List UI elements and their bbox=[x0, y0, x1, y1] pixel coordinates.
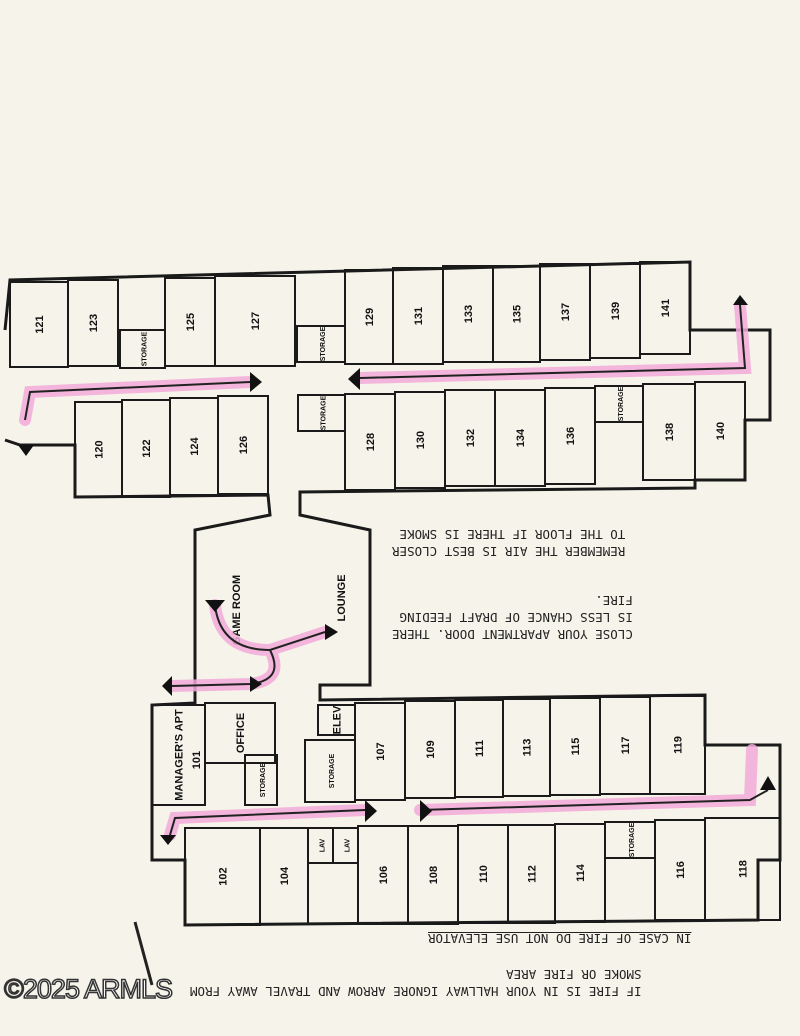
escape-routes bbox=[18, 295, 776, 845]
room-label: STORAGE bbox=[629, 822, 636, 857]
arrow-icon bbox=[160, 835, 176, 845]
arrow-icon bbox=[733, 295, 748, 305]
room-141 bbox=[639, 261, 691, 355]
note-close-door: CLOSE YOUR APARTMENT DOOR. THERE IS LESS… bbox=[392, 593, 633, 642]
note-air-floor: REMEMBER THE AIR IS BEST CLOSER TO THE F… bbox=[392, 527, 626, 559]
room-114 bbox=[554, 823, 606, 923]
room-label: 104 bbox=[279, 866, 291, 885]
arrow-icon bbox=[365, 800, 377, 822]
room-119 bbox=[649, 695, 706, 795]
room-127 bbox=[214, 275, 296, 367]
room-label: 135 bbox=[512, 305, 524, 323]
room-label: 134 bbox=[515, 428, 527, 447]
room-label: LAV bbox=[320, 838, 327, 852]
arrow-icon bbox=[162, 676, 172, 696]
room-label: 124 bbox=[189, 436, 201, 455]
room-label: 111 bbox=[474, 740, 486, 757]
room-label: 121 bbox=[34, 315, 46, 333]
room-label: 102 bbox=[218, 867, 230, 885]
room-label: 130 bbox=[415, 431, 427, 449]
room-label: 110 bbox=[478, 865, 490, 883]
note-hallway: IF FIRE IS IN YOUR HALLWAY IGNORE ARROW … bbox=[190, 967, 642, 999]
room-label: ELEV bbox=[332, 705, 344, 734]
route-line bbox=[419, 789, 769, 811]
room-label: OFFICE bbox=[235, 713, 247, 753]
room-label: 141 bbox=[660, 299, 672, 317]
room-label: 113 bbox=[522, 739, 534, 757]
arrow-icon bbox=[250, 372, 262, 392]
room-label: 112 bbox=[527, 865, 539, 883]
room-storage bbox=[244, 754, 278, 806]
room-label: LAV bbox=[345, 838, 352, 852]
room-label: STORAGE bbox=[320, 326, 327, 361]
room-label: 132 bbox=[465, 429, 477, 447]
arrow-icon bbox=[325, 624, 338, 640]
room-office bbox=[204, 702, 276, 764]
note-elevator: IN CASE OF FIRE DO NOT USE ELEVATOR bbox=[428, 931, 692, 946]
room-label: 139 bbox=[610, 302, 622, 320]
arrow-icon bbox=[420, 800, 432, 822]
room-label: 120 bbox=[94, 440, 106, 458]
room-label: STORAGE bbox=[329, 753, 336, 788]
arrow-icon bbox=[18, 445, 34, 456]
room-label: 128 bbox=[365, 433, 377, 451]
room-label: 136 bbox=[565, 427, 577, 445]
game-room-label: GAME ROOM bbox=[231, 575, 243, 645]
room-label: 114 bbox=[575, 863, 587, 882]
room-label: 116 bbox=[675, 861, 687, 879]
room-label: 119 bbox=[673, 736, 685, 754]
room-label: 125 bbox=[185, 313, 197, 331]
room-label: 117 bbox=[620, 737, 632, 755]
room-label: 140 bbox=[715, 422, 727, 440]
room-label: 138 bbox=[664, 423, 676, 441]
room-123 bbox=[67, 279, 119, 367]
arrow-icon bbox=[760, 776, 776, 790]
lounge-label: LOUNGE bbox=[336, 574, 348, 621]
room-label: 127 bbox=[250, 312, 262, 330]
room-126 bbox=[217, 395, 269, 495]
room-label: STORAGE bbox=[260, 762, 267, 797]
watermark: ©2025 ARMLS bbox=[3, 973, 174, 1005]
room-label: 106 bbox=[378, 866, 390, 884]
room-label: 126 bbox=[238, 436, 250, 454]
room-label: STORAGE bbox=[142, 331, 149, 366]
room-label: MANAGER'S APT bbox=[174, 709, 186, 801]
route-line bbox=[24, 381, 251, 421]
route-line bbox=[169, 809, 366, 836]
room-label: 108 bbox=[428, 866, 440, 884]
room-label: 109 bbox=[425, 740, 437, 758]
room-label: 133 bbox=[463, 305, 475, 323]
room-label: STORAGE bbox=[321, 395, 328, 430]
room-label: 137 bbox=[560, 303, 572, 321]
route-line bbox=[359, 304, 747, 379]
room-label: 118 bbox=[738, 860, 750, 878]
arrow-icons bbox=[18, 295, 776, 845]
room-label: STORAGE bbox=[618, 386, 625, 421]
room-label: 107 bbox=[375, 742, 387, 760]
scan-mark bbox=[133, 921, 154, 986]
room-label: 131 bbox=[413, 307, 425, 325]
room-104 bbox=[259, 827, 309, 925]
room-118 bbox=[704, 817, 781, 921]
room-136 bbox=[544, 387, 596, 485]
arrow-icon bbox=[250, 676, 262, 692]
room-label: 122 bbox=[141, 439, 153, 457]
room-label: 115 bbox=[570, 738, 582, 756]
room-label: 101 bbox=[191, 751, 203, 769]
arrow-icon bbox=[205, 600, 225, 612]
arrow-icon bbox=[348, 368, 360, 390]
room-label: 123 bbox=[88, 314, 100, 332]
room-140 bbox=[694, 381, 746, 481]
room-label: 129 bbox=[364, 308, 376, 326]
